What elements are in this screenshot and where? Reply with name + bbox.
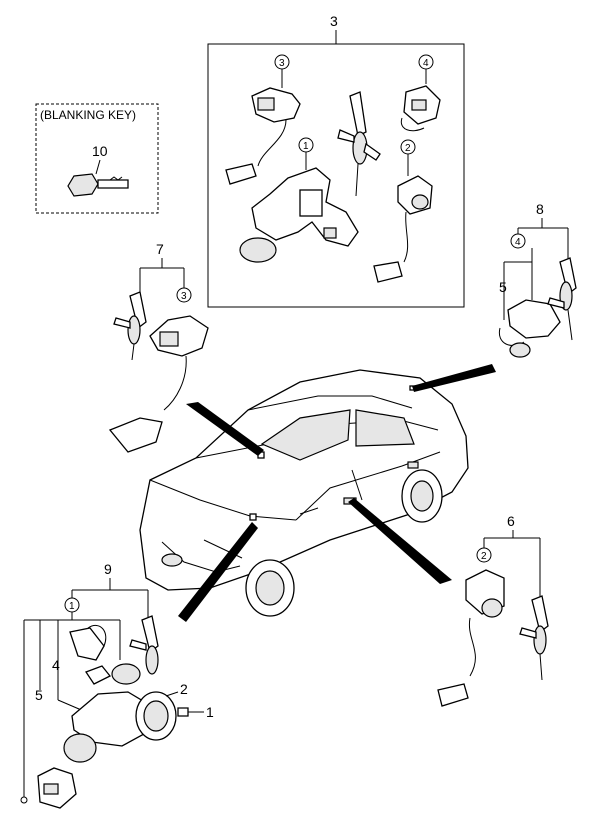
circled-1-top: 1: [303, 141, 309, 152]
group-3-assembly: 3 3 1 4 2: [207, 13, 465, 308]
group-8-assembly: 8 4 5: [498, 201, 577, 358]
callout-6: 6: [507, 513, 515, 529]
callout-10: 10: [92, 143, 108, 159]
callout-5-right: 5: [499, 279, 507, 295]
circled-2-right: 2: [481, 551, 487, 562]
callout-1-bottom: 1: [206, 704, 214, 720]
group-9-assembly: 9 1 4 5 2 1: [20, 561, 214, 809]
circled-3-left: 3: [181, 291, 187, 302]
pointer-arrows: [178, 364, 496, 622]
callout-5-bottom: 5: [35, 687, 43, 703]
circled-2-top: 2: [405, 143, 411, 154]
callout-2-bottom: 2: [180, 681, 188, 697]
group-7-assembly: 7 3: [108, 241, 209, 453]
circled-1-bottom: 1: [69, 601, 75, 612]
blanking-key-label: (BLANKING KEY): [40, 108, 136, 122]
callout-8: 8: [536, 201, 544, 217]
callout-4-bottom: 4: [52, 657, 60, 673]
callout-7: 7: [156, 241, 164, 257]
callout-3-top: 3: [330, 13, 338, 29]
circled-3: 3: [279, 58, 285, 69]
circled-4-top: 4: [423, 58, 429, 69]
blanking-key-box: (BLANKING KEY) 10: [35, 103, 159, 214]
callout-9: 9: [104, 561, 112, 577]
group-6-assembly: 6 2: [437, 513, 549, 707]
circled-4-right: 4: [515, 237, 521, 248]
car-illustration: [139, 369, 469, 617]
